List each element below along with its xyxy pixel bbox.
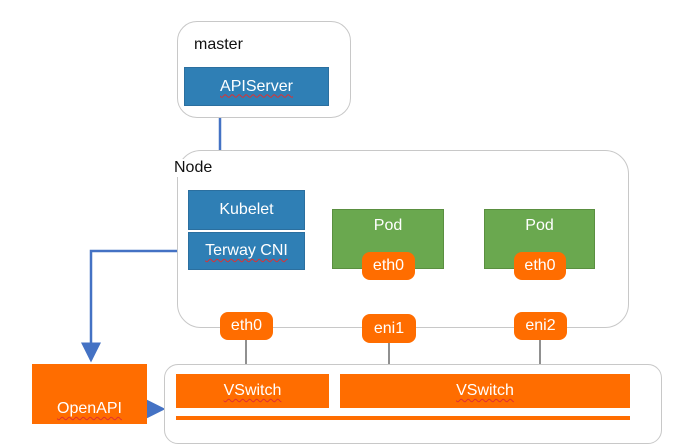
apiserver-box: APIServer [184, 67, 329, 106]
pod2-eth0-label: eth0 [524, 257, 556, 274]
node-eni2-label: eni2 [525, 317, 556, 334]
arrow-terway-openapi [81, 249, 188, 363]
pod1-eth0-label: eth0 [372, 257, 405, 274]
terway-cni-label: Terway CNI [205, 242, 288, 259]
node-eth0-label: eth0 [230, 317, 263, 334]
node-eni1: eni1 [362, 314, 416, 343]
pod1-eth0: eth0 [362, 252, 415, 280]
node-eni2: eni2 [514, 312, 567, 340]
pod-label-1: Pod [373, 217, 403, 234]
vswitch-label-2: VSwitch [456, 382, 514, 399]
kubelet-box: Kubelet [188, 190, 305, 230]
vswitch-box-1: VSwitch [176, 374, 329, 408]
openapi-label: OpenAPI [57, 400, 122, 417]
terway-cni-box: Terway CNI [188, 232, 305, 270]
vswitch-label-1: VSwitch [223, 382, 282, 399]
vswitch-box-2: VSwitch [340, 374, 630, 408]
master-label: master [194, 36, 243, 53]
vswitch-bottom-bar [176, 416, 630, 420]
openapi-box: OpenAPI [32, 364, 147, 424]
pod-label-2: Pod [525, 217, 554, 234]
node-label: Node [172, 159, 215, 177]
pod2-eth0: eth0 [514, 252, 566, 280]
node-eth0: eth0 [220, 312, 273, 340]
apiserver-label: APIServer [220, 77, 293, 95]
kubelet-label: Kubelet [219, 201, 274, 218]
node-eni1-label: eni1 [373, 319, 405, 337]
